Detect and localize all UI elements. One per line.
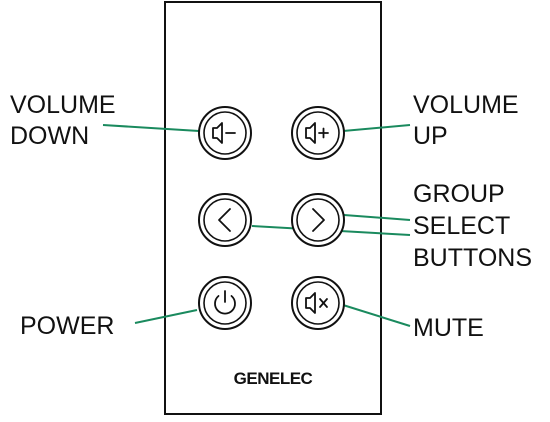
- label-mute: MUTE: [413, 314, 484, 342]
- label-volume-down: VOLUME DOWN: [10, 91, 116, 150]
- label-group-select-line2: SELECT: [413, 212, 510, 240]
- speaker-minus-icon: [212, 122, 236, 144]
- leader-lines: [102, 124, 411, 327]
- brand-logo: GENELEC: [234, 369, 313, 388]
- leader-volume-down: [102, 124, 200, 132]
- group-select-previous-button[interactable]: [198, 193, 252, 247]
- leader-power: [134, 309, 198, 324]
- label-group-select: GROUP SELECT BUTTONS: [413, 180, 532, 272]
- label-volume-up-line2: UP: [413, 122, 448, 150]
- group-select-next-button[interactable]: [291, 193, 345, 247]
- label-group-select-line3: BUTTONS: [413, 244, 532, 272]
- speaker-mute-icon: [305, 292, 328, 314]
- power-button[interactable]: [198, 276, 252, 330]
- remote-body: [164, 1, 382, 415]
- power-icon: [214, 290, 236, 315]
- label-volume-down-line2: DOWN: [10, 122, 89, 150]
- leader-mute: [342, 304, 411, 327]
- volume-down-button[interactable]: [198, 106, 252, 160]
- label-group-select-line1: GROUP: [413, 180, 505, 208]
- chevron-right-icon: [312, 208, 325, 232]
- volume-up-button[interactable]: [291, 106, 345, 160]
- mute-button[interactable]: [291, 276, 345, 330]
- chevron-left-icon: [218, 208, 231, 232]
- leader-volume-up: [342, 124, 411, 132]
- label-volume-down-line1: VOLUME: [10, 91, 116, 119]
- label-volume-up: VOLUME UP: [413, 91, 519, 150]
- label-volume-up-line1: VOLUME: [413, 91, 519, 119]
- label-power: POWER: [20, 312, 114, 340]
- speaker-plus-icon: [305, 122, 329, 144]
- leader-group-select-next: [343, 214, 411, 221]
